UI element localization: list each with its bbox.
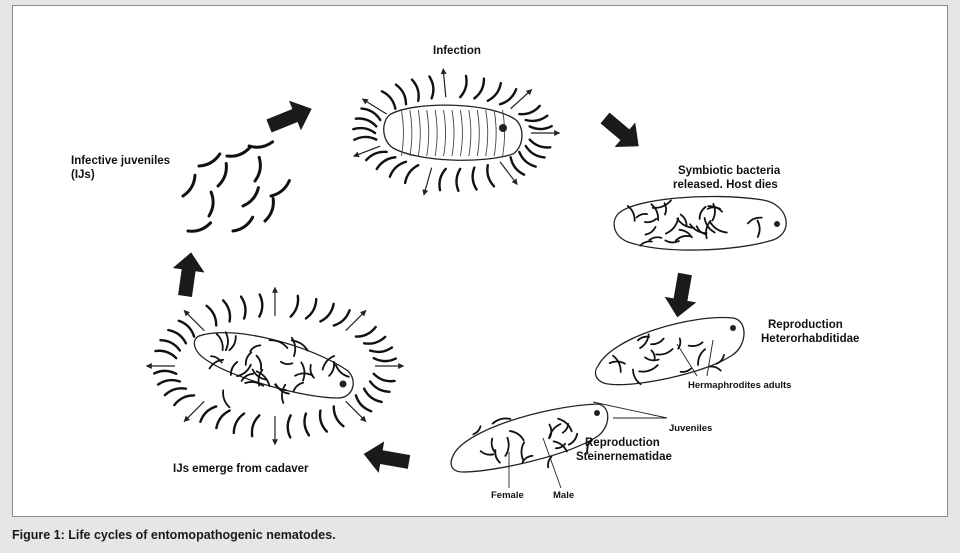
approaching-nematodes — [352, 68, 561, 196]
label-hetero-2: Heterorhabditidae — [761, 333, 859, 345]
cycle-arrow-cadaver-to-ij — [172, 252, 205, 297]
label-ij-1: Infective juveniles — [71, 155, 170, 167]
emerging-nematodes — [145, 286, 405, 446]
cycle-arrow-infection-to-bacteria — [600, 112, 639, 147]
steinernematidae-larva — [450, 403, 609, 473]
cadaver-nematodes — [208, 331, 350, 409]
label-emerge: IJs emerge from cadaver — [173, 463, 309, 475]
cycle-arrow-stein-to-cadaver — [363, 441, 411, 473]
label-pointer-lines — [508, 339, 714, 489]
figure-panel: Infection Symbiotic bacteria released. H… — [12, 5, 948, 517]
label-ij-2: (IJs) — [71, 169, 95, 181]
label-infection: Infection — [433, 45, 481, 57]
life-cycle-diagram: Infection Symbiotic bacteria released. H… — [71, 45, 859, 501]
label-bacteria-2: released. Host dies — [673, 179, 778, 191]
figure-caption: Figure 1: Life cycles of entomopathogeni… — [12, 528, 336, 542]
cycle-arrow-ij-to-infection — [266, 100, 312, 133]
infected-larva — [352, 68, 561, 196]
heterorhabditidae-larva — [594, 316, 745, 386]
cycle-arrow-bacteria-to-hetero — [664, 272, 697, 318]
label-hermaphrodites: Hermaphrodites adults — [688, 380, 791, 391]
stein-nematodes — [472, 417, 593, 469]
label-male: Male — [553, 490, 574, 501]
label-stein-2: Steinernematidae — [576, 451, 672, 463]
label-juveniles: Juveniles — [669, 423, 712, 434]
label-bacteria-1: Symbiotic bacteria — [678, 165, 781, 177]
label-hetero-1: Reproduction — [768, 319, 843, 331]
cadaver-larva — [145, 286, 405, 446]
dead-larva — [613, 195, 787, 251]
infective-juveniles-cluster — [181, 140, 291, 233]
internal-nematodes — [626, 199, 763, 247]
label-female: Female — [491, 490, 524, 501]
hetero-nematodes — [608, 333, 725, 386]
larva-segments — [400, 109, 506, 157]
label-stein-1: Reproduction — [585, 437, 660, 449]
